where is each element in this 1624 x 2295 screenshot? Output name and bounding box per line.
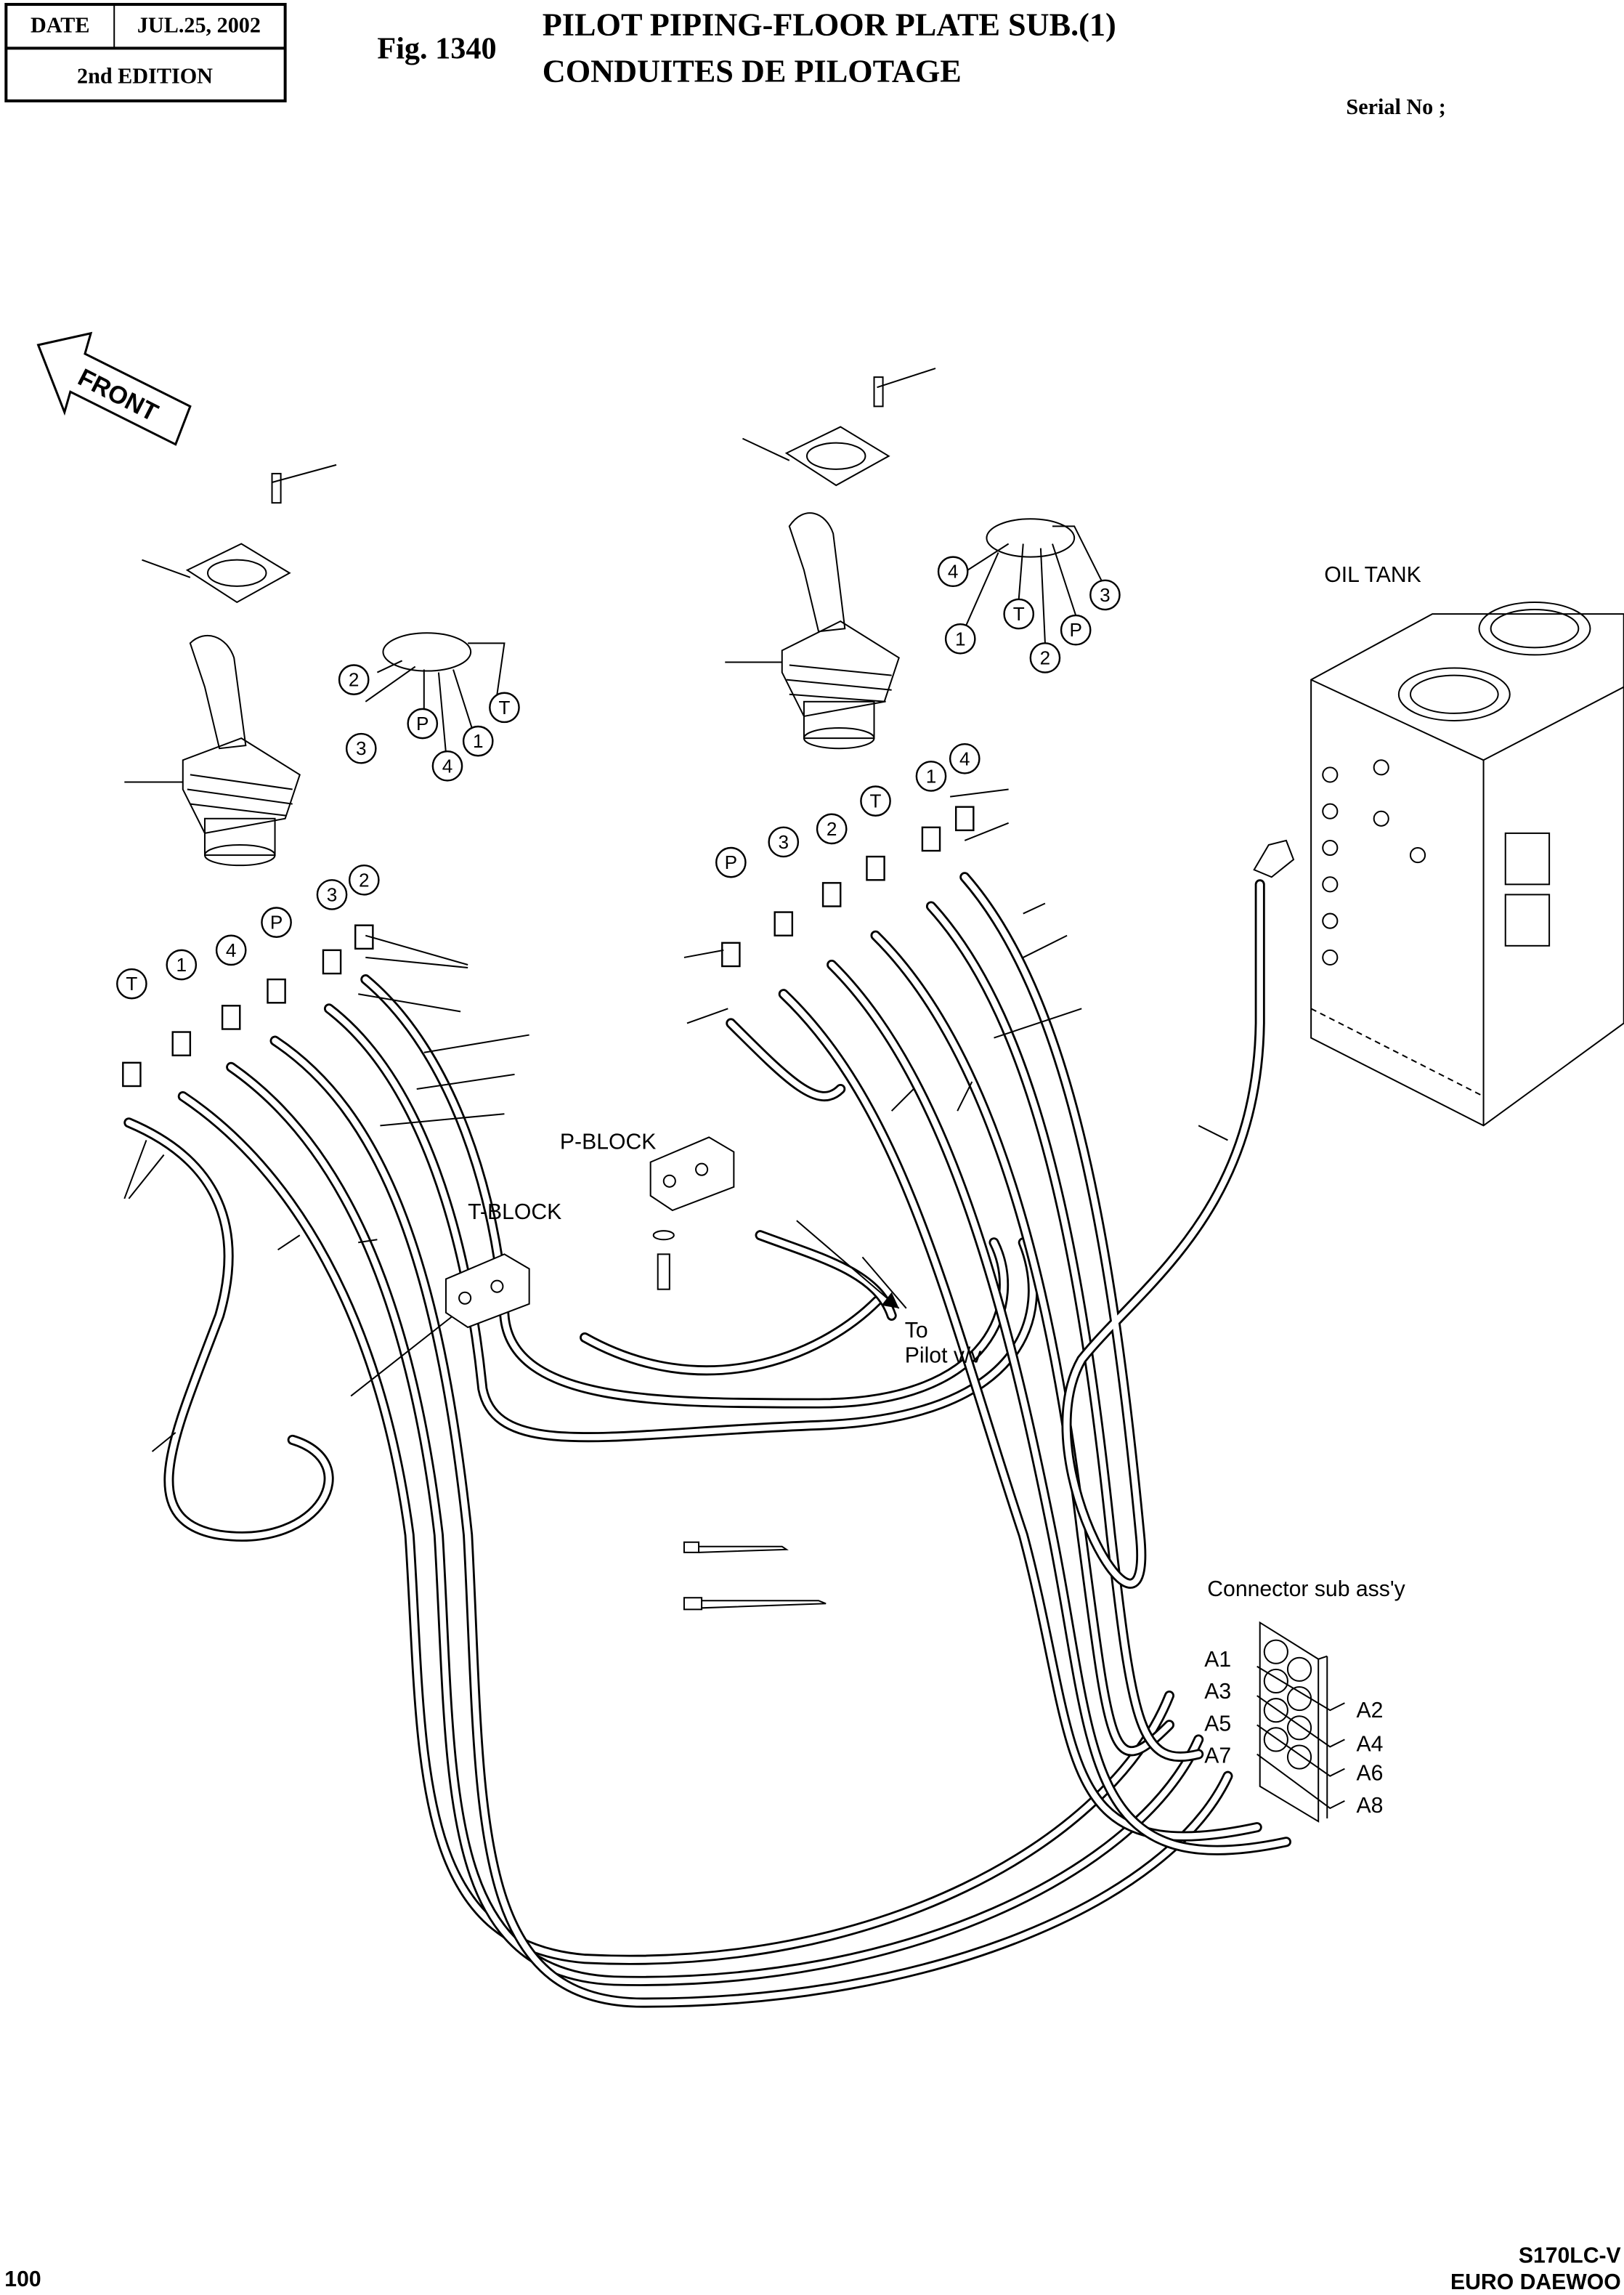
- svg-text:T: T: [1013, 603, 1025, 625]
- port-a4: A4: [1357, 1732, 1384, 1756]
- callout-fitting-2: 2: [348, 864, 380, 896]
- right-joystick: [725, 368, 936, 750]
- t-block-label: T-BLOCK: [468, 1200, 561, 1224]
- title-fr: CONDUITES DE PILOTAGE: [543, 54, 962, 89]
- p-block: P-BLOCK: [560, 1130, 735, 1212]
- port-a8: A8: [1357, 1794, 1384, 1818]
- left-port-plate: [365, 632, 506, 753]
- svg-text:1: 1: [176, 954, 187, 976]
- svg-text:3: 3: [778, 831, 789, 853]
- svg-text:T: T: [870, 790, 882, 812]
- callout-fitting-p: P: [715, 846, 747, 878]
- svg-text:2: 2: [349, 669, 360, 691]
- date-edition-box: DATE JUL.25, 2002 2nd EDITION: [4, 3, 287, 102]
- cable-tie-icons: [683, 1541, 827, 1611]
- svg-text:1: 1: [473, 730, 484, 752]
- svg-text:1: 1: [926, 765, 937, 787]
- date-value: JUL.25, 2002: [137, 12, 261, 37]
- svg-text:P: P: [270, 912, 283, 934]
- callout-fitting-3: 3: [316, 879, 348, 910]
- connector-title: Connector sub ass'y: [1207, 1577, 1405, 1601]
- callout-port-1: 1: [462, 725, 494, 757]
- port-a2: A2: [1357, 1699, 1384, 1723]
- right-joystick-port-callouts: 4 1 T 2 P 3: [937, 556, 1121, 673]
- callout-port-3: 3: [1089, 579, 1121, 611]
- callout-fitting-2: 2: [816, 813, 848, 845]
- svg-text:3: 3: [327, 883, 338, 905]
- t-block: T-BLOCK: [444, 1200, 561, 1329]
- callout-port-2: 2: [338, 664, 370, 695]
- p-block-label: P-BLOCK: [560, 1130, 656, 1154]
- callout-fitting-3: 3: [768, 826, 800, 858]
- svg-text:2: 2: [827, 818, 837, 840]
- svg-text:4: 4: [226, 939, 237, 961]
- callout-port-4: 4: [431, 750, 463, 782]
- svg-text:4: 4: [442, 755, 453, 777]
- svg-text:3: 3: [356, 737, 367, 759]
- callout-fitting-t: T: [860, 785, 891, 817]
- callout-fitting-4: 4: [949, 742, 981, 774]
- callout-port-2: 2: [1029, 642, 1061, 673]
- brand: EURO DAEWOO: [1450, 2270, 1621, 2294]
- callout-fitting-p: P: [261, 907, 292, 938]
- front-arrow-icon: FRONT: [36, 331, 192, 446]
- callout-port-p: P: [1060, 614, 1092, 646]
- fittings: [122, 806, 975, 1088]
- callout-port-1: 1: [944, 623, 976, 655]
- leader-lines: [123, 788, 1228, 1452]
- right-port-plate: [964, 518, 1105, 644]
- pilot-hoses: [123, 872, 1291, 2008]
- svg-text:4: 4: [959, 748, 970, 769]
- callout-fitting-4: 4: [215, 934, 247, 966]
- left-joystick: [124, 464, 337, 867]
- callout-fitting-t: T: [116, 968, 147, 1000]
- port-a1: A1: [1204, 1648, 1231, 1672]
- left-fitting-callouts: T 1 4 P 3 2: [116, 864, 380, 1000]
- connector-port-labels: A1 A2 A3 A4 A5 A6 A7 A8: [1204, 1648, 1383, 1818]
- callout-port-t: T: [1003, 598, 1035, 630]
- svg-text:T: T: [126, 973, 137, 995]
- svg-text:T: T: [498, 697, 510, 719]
- oil-tank: OIL TANK: [1253, 563, 1624, 1127]
- oil-tank-label: OIL TANK: [1324, 563, 1421, 587]
- date-label: DATE: [31, 12, 90, 37]
- connector-sub-assy: Connector sub ass'y A1 A2 A3 A4 A5 A6 A7…: [1204, 1577, 1406, 1823]
- callout-fitting-1: 1: [166, 949, 198, 981]
- model: S170LC-V: [1519, 2244, 1621, 2268]
- bolt-icon: [652, 1230, 675, 1290]
- page-number: 100: [4, 2267, 41, 2291]
- port-a6: A6: [1357, 1762, 1384, 1786]
- left-joystick-port-callouts: 2 3 P 4 1 T: [338, 664, 520, 782]
- svg-text:4: 4: [948, 561, 959, 583]
- svg-text:1: 1: [955, 628, 966, 649]
- svg-text:2: 2: [1040, 647, 1051, 668]
- callout-port-3: 3: [345, 732, 377, 764]
- svg-text:P: P: [725, 851, 737, 873]
- edition: 2nd EDITION: [77, 64, 213, 89]
- callout-fitting-1: 1: [915, 761, 947, 792]
- svg-text:P: P: [1069, 619, 1081, 641]
- port-a3: A3: [1204, 1680, 1231, 1704]
- svg-text:2: 2: [359, 869, 370, 891]
- fig-number: Fig. 1340: [377, 31, 496, 65]
- title-en: PILOT PIPING-FLOOR PLATE SUB.(1): [543, 7, 1116, 42]
- port-a5: A5: [1204, 1712, 1231, 1736]
- svg-text:P: P: [416, 713, 429, 734]
- callout-port-t: T: [489, 692, 520, 724]
- serial-label: Serial No ;: [1346, 94, 1445, 119]
- to-pilot-line1: To: [905, 1319, 928, 1343]
- callout-port-4: 4: [937, 556, 969, 588]
- callout-port-p: P: [407, 708, 439, 740]
- port-a7: A7: [1204, 1744, 1231, 1768]
- right-fitting-callouts: P 3 2 T 1 4: [715, 742, 981, 878]
- svg-text:3: 3: [1100, 584, 1111, 606]
- to-pilot-arrow: To Pilot v/v: [796, 1220, 982, 1367]
- to-pilot-line2: Pilot v/v: [905, 1343, 982, 1367]
